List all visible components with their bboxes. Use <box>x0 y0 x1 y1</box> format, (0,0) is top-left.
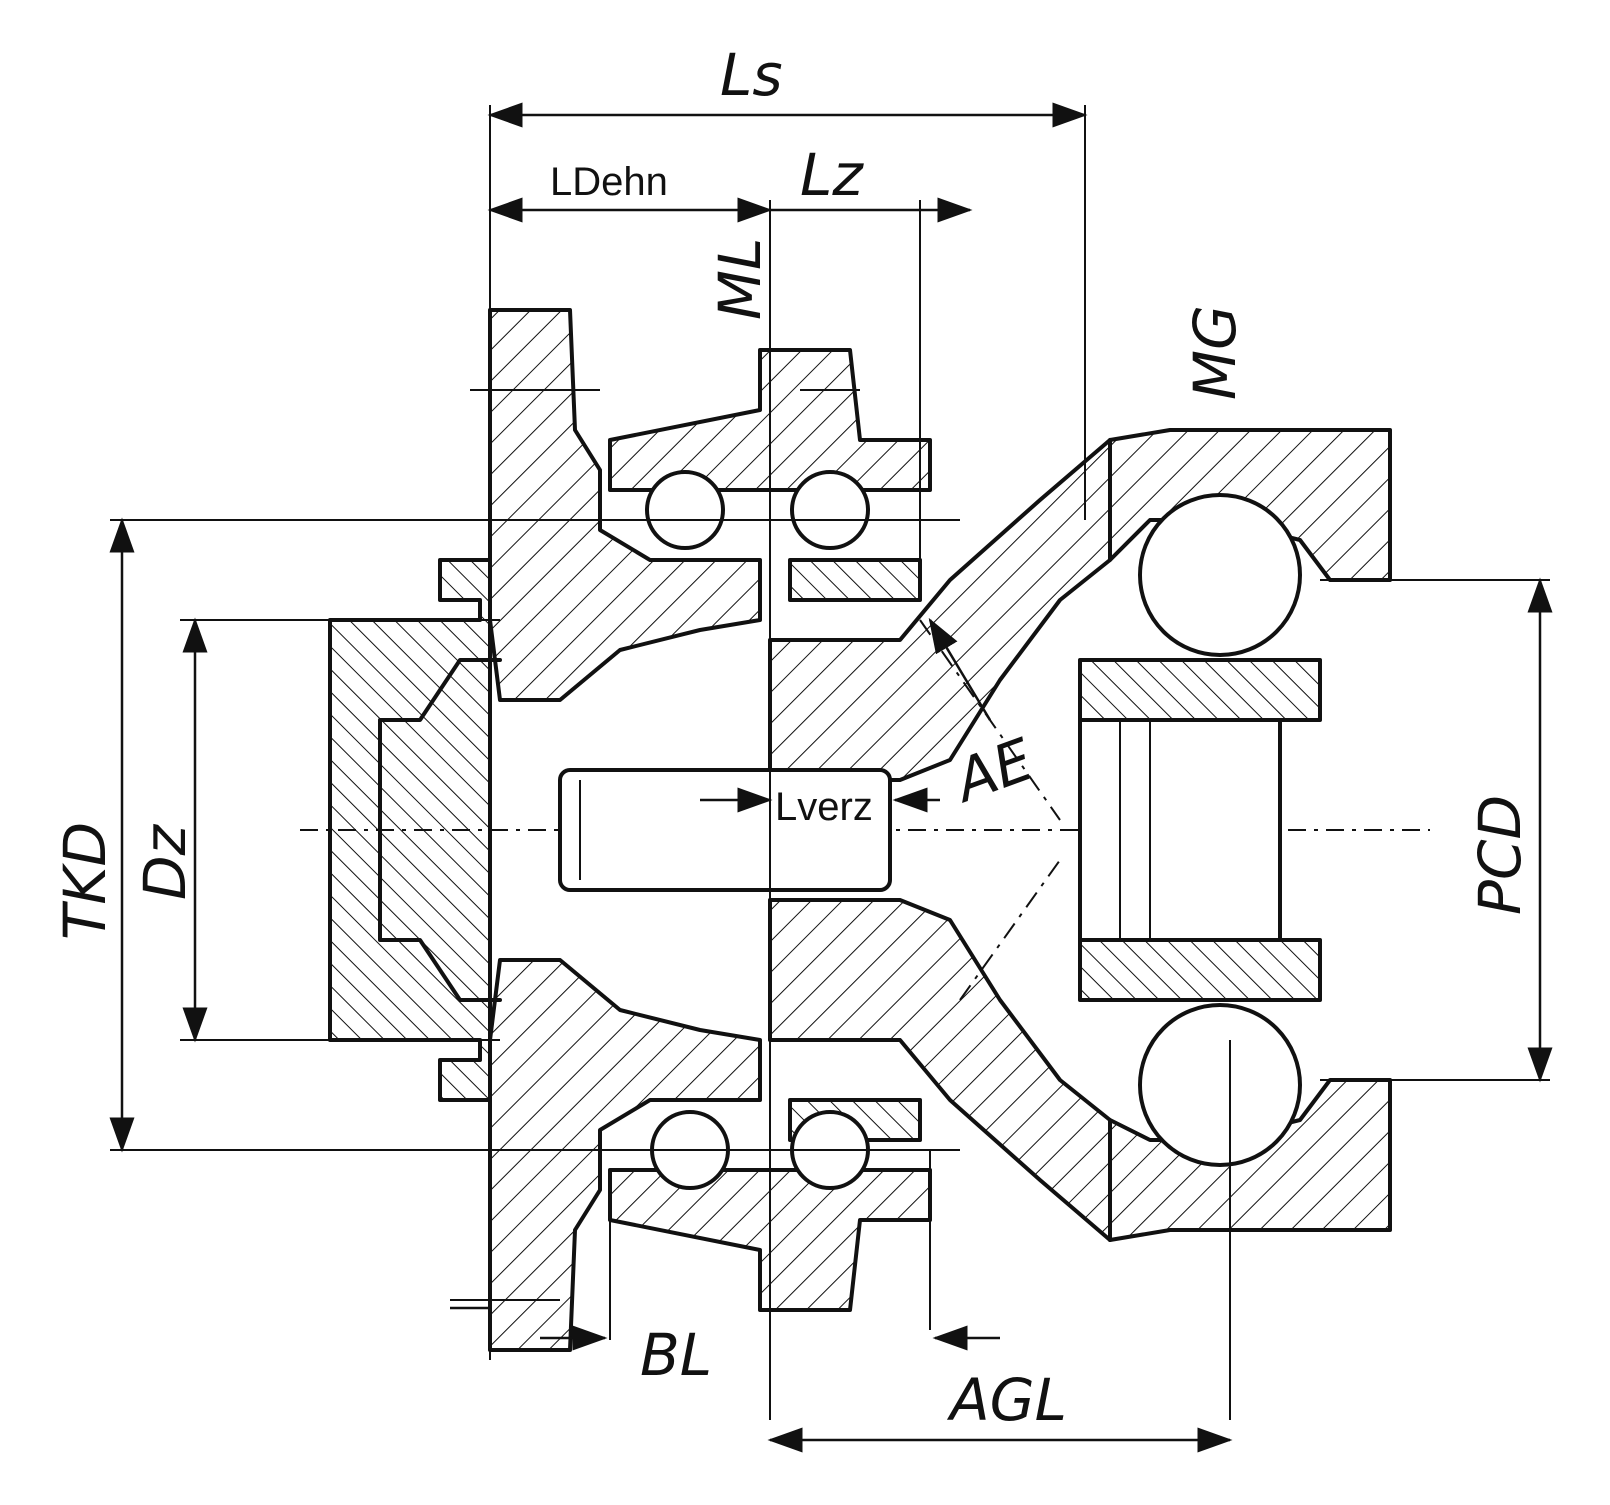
ml-label: ML <box>706 238 774 320</box>
tkd-label: TKD <box>51 822 119 940</box>
bearing-inner-ring-upper <box>790 560 920 600</box>
bearing-ball-upper-left <box>647 472 723 548</box>
pcd-label: PCD <box>1466 795 1534 915</box>
inner-race-bore <box>1080 720 1280 940</box>
dz-label: Dz <box>131 823 199 900</box>
lz-label: Lz <box>800 141 864 209</box>
lverz-label: Lverz <box>775 785 873 829</box>
mg-label: MG <box>1181 305 1249 400</box>
inner-race-upper <box>1080 660 1320 720</box>
ls-label: Ls <box>720 41 783 109</box>
bearing-ball-upper-right <box>792 472 868 548</box>
pilot-sleeve <box>330 560 490 1100</box>
bl-label: BL <box>640 1321 712 1389</box>
ldehn-label: LDehn <box>550 160 668 204</box>
agl-label: AGL <box>946 1366 1067 1434</box>
joint-ball-lower <box>1140 1005 1300 1165</box>
joint-ball-upper <box>1140 495 1300 655</box>
inner-race-lower <box>1080 940 1320 1000</box>
